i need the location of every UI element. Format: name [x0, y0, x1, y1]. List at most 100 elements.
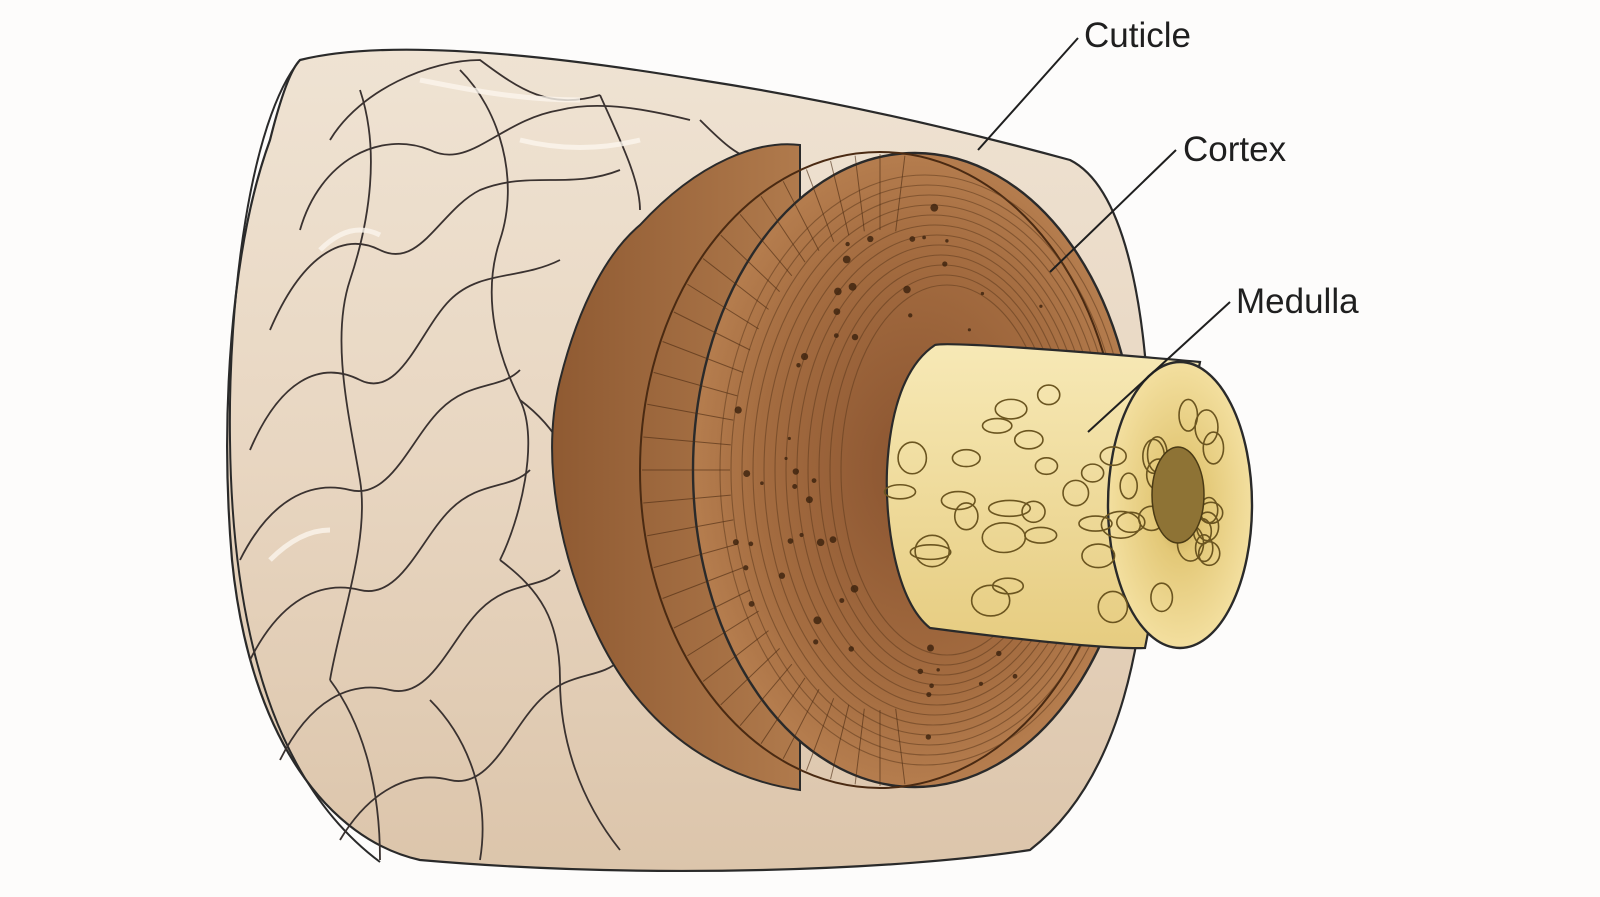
medulla-cell: [1080, 463, 1105, 483]
medulla-cell: [1097, 590, 1129, 624]
cortex-fiber: [830, 160, 850, 236]
medulla-cell: [1194, 534, 1214, 563]
medulla-cell: [1197, 540, 1221, 567]
pigment-granule: [927, 644, 934, 652]
medulla-cell: [1013, 429, 1044, 450]
cortex-fiber: [895, 155, 906, 232]
cortex-fiber: [854, 155, 865, 232]
pigment-granule: [926, 692, 932, 698]
pigment-granule: [929, 683, 934, 689]
cortex-fiber: [739, 663, 793, 726]
pigment-granule: [848, 282, 857, 291]
pigment-granule: [851, 333, 859, 341]
medulla-cell: [991, 577, 1025, 595]
medulla-canal: [1151, 446, 1205, 544]
pigment-granule: [909, 236, 916, 242]
pigment-granule: [848, 646, 854, 652]
pigment-granule: [813, 639, 819, 645]
medulla-cell: [951, 448, 981, 468]
medulla-cell: [1021, 500, 1046, 524]
medulla-cell: [981, 417, 1013, 434]
cortex-fiber: [782, 181, 820, 251]
pigment-granule: [967, 328, 971, 332]
medulla-cell: [940, 490, 976, 511]
medulla-cell: [1202, 431, 1225, 465]
medulla-cell: [1036, 384, 1061, 406]
pigment-granule: [845, 241, 850, 247]
pigment-granule: [799, 532, 804, 538]
medulla-cell: [897, 441, 928, 475]
medulla-cell: [1119, 472, 1139, 500]
pigment-granule: [867, 235, 874, 243]
medulla-cell: [1034, 456, 1059, 476]
cortex-label: Cortex: [1183, 130, 1287, 169]
pigment-granule: [760, 481, 764, 485]
pigment-granule: [813, 616, 822, 625]
pigment-granule: [945, 239, 949, 243]
cortex-fiber: [647, 403, 734, 421]
medulla-cell: [1150, 582, 1174, 613]
cortex-fiber: [720, 647, 780, 706]
medulla-cell: [883, 483, 917, 500]
cortex-fiber: [702, 630, 769, 682]
pigment-granule: [748, 541, 754, 547]
pigment-granule: [980, 291, 985, 296]
pigment-granule: [922, 235, 926, 240]
pigment-granule: [748, 600, 755, 607]
cuticle-label: Cuticle: [1084, 16, 1191, 55]
medulla-cell: [970, 584, 1011, 617]
cortex-fiber: [782, 689, 820, 759]
medulla-cell: [987, 499, 1032, 518]
medulla-layer: [883, 343, 1254, 650]
pigment-granule: [796, 363, 801, 368]
cortex-fiber: [805, 169, 835, 242]
pigment-granule: [930, 203, 939, 212]
medulla-cell: [914, 534, 951, 568]
cortex-fiber: [662, 341, 744, 373]
cortex-fiber: [687, 610, 759, 657]
leader-lines: [977, 37, 1231, 433]
cortex-fiber: [854, 708, 865, 785]
cortex-fibers: [642, 154, 906, 786]
cortex-pigment-granules: [732, 203, 1043, 740]
pigment-granule: [936, 668, 940, 672]
cortex-fiber: [805, 698, 835, 771]
pigment-granule: [792, 468, 800, 475]
cuticle-leader: [977, 37, 1079, 151]
medulla-cell: [1178, 398, 1199, 432]
pigment-granule: [787, 436, 791, 441]
cuticle-left-edge: [228, 59, 381, 863]
medulla-leader: [1087, 301, 1231, 433]
pigment-granule: [833, 308, 841, 316]
pigment-granule: [903, 285, 911, 294]
medulla-cell: [1062, 479, 1090, 507]
cortex-fiber: [760, 677, 806, 744]
pigment-granule: [908, 313, 913, 318]
pigment-granule: [1012, 673, 1018, 679]
medulla-cell: [1099, 446, 1127, 467]
pigment-granule: [834, 287, 842, 296]
medulla-cell: [981, 521, 1027, 554]
pigment-granule: [850, 585, 859, 593]
pigment-granule: [816, 538, 825, 547]
pigment-granule: [743, 565, 749, 571]
pigment-granule: [800, 353, 809, 361]
pigment-granule: [792, 483, 798, 489]
pigment-granule: [732, 539, 739, 546]
pigment-granule: [839, 598, 845, 604]
cortex-fiber: [662, 567, 744, 599]
cortex-fiber: [702, 258, 769, 310]
pigment-granule: [978, 681, 984, 686]
pigment-granule: [833, 333, 839, 338]
pigment-granule: [784, 456, 788, 461]
cuticle-scales: [239, 59, 761, 861]
pigment-granule: [1039, 304, 1043, 308]
cortex-fiber: [720, 234, 780, 293]
cortex-fiber: [830, 704, 850, 780]
pigment-granule: [942, 261, 948, 267]
cortex-fiber: [673, 589, 751, 629]
pigment-granule: [778, 572, 786, 579]
medulla-cell: [909, 544, 952, 561]
cortex-fiber: [687, 283, 759, 330]
